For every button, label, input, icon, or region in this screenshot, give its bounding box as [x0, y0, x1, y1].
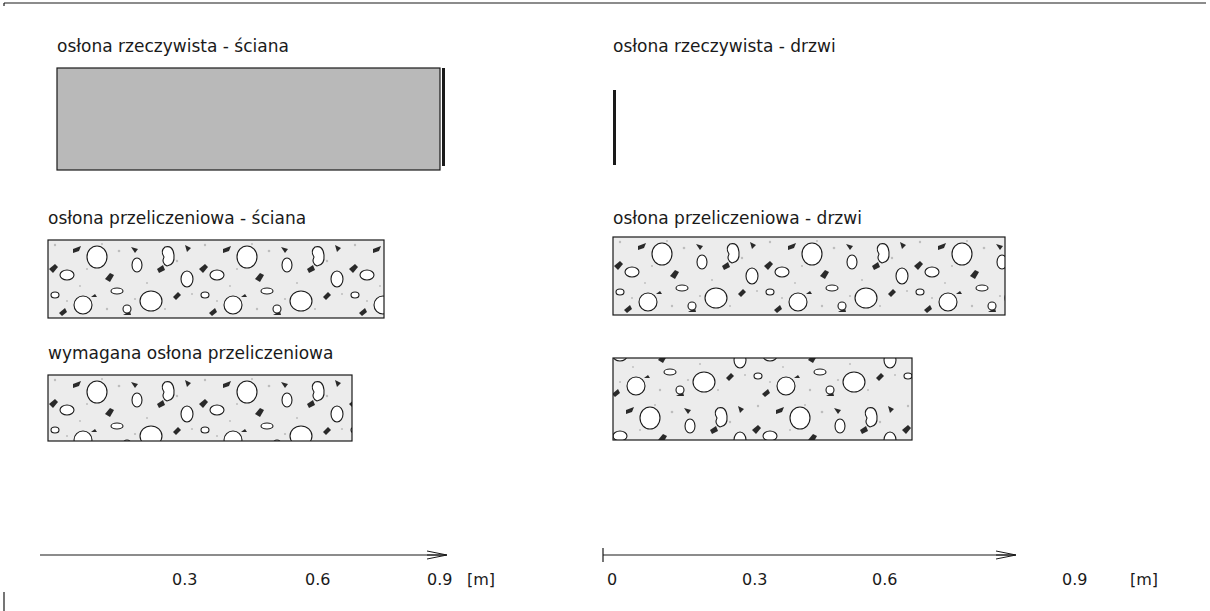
axis-label: 0.3: [742, 570, 767, 589]
bar-shape: [47, 239, 385, 319]
shield-bar: osłona rzeczywista - ściana: [57, 36, 448, 170]
axis-label: 0.6: [305, 570, 330, 589]
bar-shape: [56, 67, 449, 171]
shield-bar: wymagana osłona przeliczeniowa: [48, 343, 352, 441]
axis-label: 0.6: [872, 570, 897, 589]
frame-line: [4, 2, 1206, 3]
concrete-bar: [613, 358, 912, 440]
axis-line: [603, 554, 1015, 555]
shield-bar: osłona rzeczywista - drzwi: [613, 36, 616, 165]
bar-heading: osłona przeliczeniowa - drzwi: [613, 208, 862, 228]
axis-label: [m]: [1130, 570, 1158, 589]
axis-line: [40, 554, 446, 555]
axis-label: [m]: [467, 570, 495, 589]
concrete-bar: [48, 240, 384, 318]
axis-label: 0: [607, 570, 617, 589]
axis-label: 0.3: [172, 570, 197, 589]
bar-heading: wymagana osłona przeliczeniowa: [48, 343, 333, 363]
shield-bar: osłona przeliczeniowa - drzwi: [613, 208, 1005, 315]
axis-label: 0.9: [427, 570, 452, 589]
concrete-bar: [613, 237, 1005, 315]
door-line: [613, 90, 616, 165]
axis-label: 0.9: [1062, 570, 1087, 589]
shield-bar: osłona przeliczeniowa - ściana: [48, 208, 384, 318]
wall-bar: [57, 68, 440, 170]
concrete-bar: [48, 375, 352, 441]
bar-heading: osłona rzeczywista - ściana: [57, 36, 289, 56]
bar-heading: osłona przeliczeniowa - ściana: [48, 208, 306, 228]
bar-shape: [612, 236, 1006, 316]
frame-line: [3, 3, 4, 6]
bar-heading: osłona rzeczywista - drzwi: [613, 36, 836, 56]
door-line: [612, 89, 617, 166]
bar-shape: [47, 374, 353, 442]
axis-tick: [602, 548, 603, 562]
door-line: [442, 68, 445, 166]
frame-line: [3, 592, 4, 611]
